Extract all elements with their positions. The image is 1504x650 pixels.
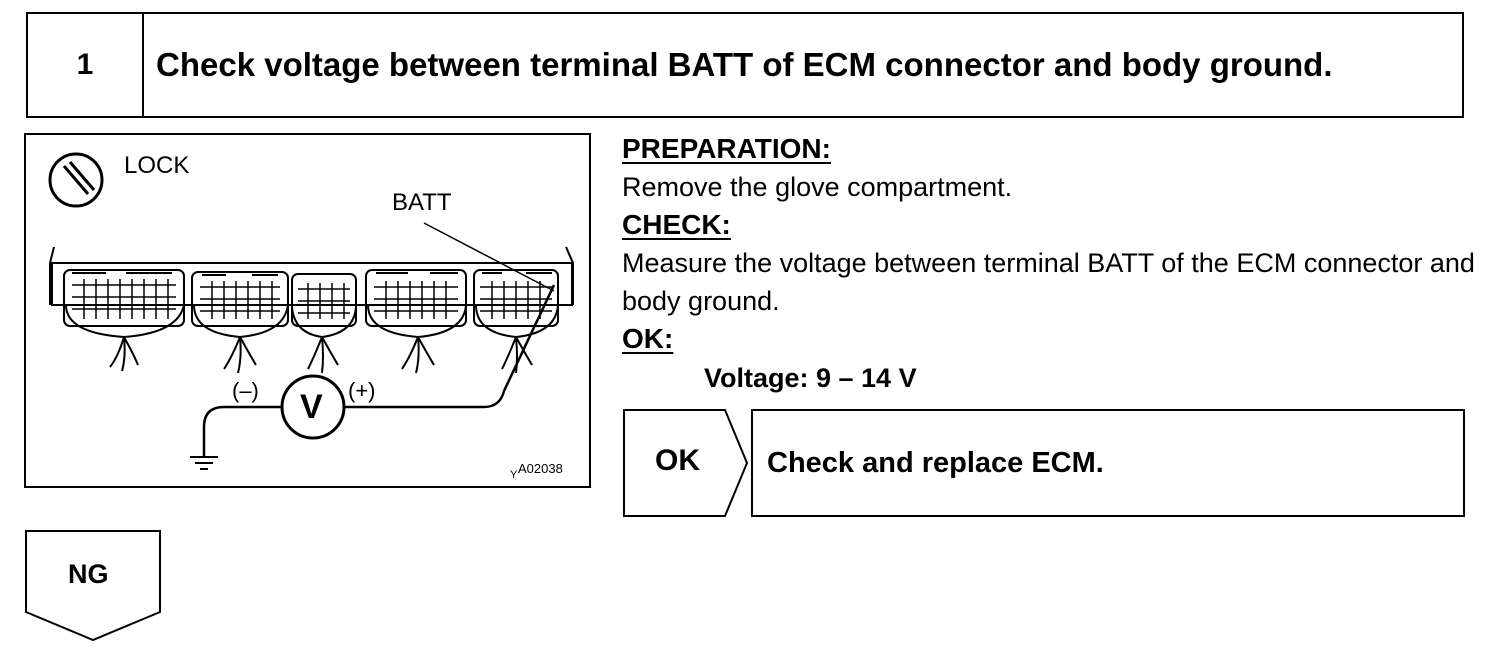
ok-heading: OK: (622, 323, 674, 354)
ground-icon (190, 456, 218, 470)
step-number: 1 (28, 14, 144, 116)
connector-diagram: LOCK BATT (–) (+) V Y A02038 (24, 133, 591, 488)
lock-label: LOCK (124, 152, 190, 179)
figure-code-prefix: Y (510, 469, 518, 481)
preparation-text: Remove the glove compartment. (622, 172, 1013, 202)
meter-label: V (300, 388, 323, 426)
ng-tag-shape (25, 530, 161, 642)
ok-tag-shape (623, 409, 749, 517)
check-heading: CHECK: (622, 209, 731, 240)
ok-tag-label: OK (655, 444, 700, 477)
step-header: 1 Check voltage between terminal BATT of… (26, 12, 1464, 118)
ignition-lock-icon (48, 152, 104, 208)
ecm-connectors (63, 269, 559, 327)
connector-drawing (48, 152, 574, 470)
wire-harnesses (65, 304, 559, 374)
figure-code: A02038 (518, 461, 563, 476)
instructions: PREPARATION: Remove the glove compartmen… (622, 130, 1482, 398)
check-text: Measure the voltage between terminal BAT… (622, 248, 1475, 316)
preparation-heading: PREPARATION: (622, 133, 831, 164)
voltmeter-icon (280, 374, 346, 440)
ng-tag-label: NG (68, 559, 109, 589)
step-title: Check voltage between terminal BATT of E… (156, 46, 1333, 83)
batt-label: BATT (392, 189, 452, 216)
plus-label: (+) (348, 378, 376, 403)
ok-action: Check and replace ECM. (751, 409, 1465, 517)
voltage-spec: Voltage: 9 – 14 V (704, 363, 917, 393)
minus-label: (–) (232, 378, 259, 403)
